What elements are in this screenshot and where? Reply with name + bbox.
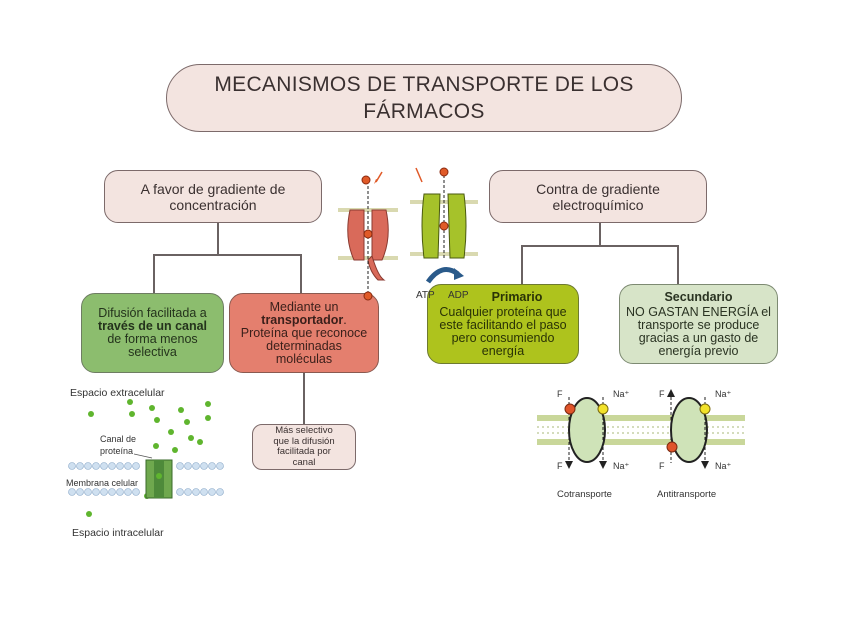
selective-text: Más selectivo <box>275 425 333 436</box>
cotransport-label: Cotransporte <box>557 489 612 500</box>
connector-line <box>300 254 302 294</box>
primary-box: Primario Cualquier proteína que este fac… <box>427 284 579 364</box>
primary-text: pero consumiendo <box>451 330 555 345</box>
primary-text: Cualquier proteína que <box>439 304 567 319</box>
secondary-text: transporte se produce <box>637 317 760 332</box>
na-label: Na⁺ <box>715 461 732 471</box>
channel-membrane-figure: Espacio extracelular Canal de proteína M… <box>66 387 224 539</box>
diffusion-text: de forma menos <box>107 332 198 346</box>
right-category-line-1: Contra de gradiente <box>536 180 660 197</box>
cotransport-figure: F Na⁺ F Na⁺ F Na⁺ F Na⁺ Cotransporte Ant… <box>505 375 763 510</box>
extracellular-label: Espacio extracelular <box>70 387 165 399</box>
secondary-text: energía previo <box>658 343 739 358</box>
left-category-line-2: concentración <box>169 196 257 213</box>
right-category-line-2: electroquímico <box>552 196 644 213</box>
f-label: F <box>659 461 665 471</box>
connector-line <box>217 223 219 254</box>
connector-line <box>677 245 679 285</box>
left-category-line-1: A favor de gradiente de <box>140 180 286 197</box>
carrier-protein-illustration <box>338 171 398 301</box>
transporter-box: Mediante un transportador. Proteína que … <box>229 293 379 373</box>
selective-text: facilitada por <box>277 446 331 457</box>
primary-text: energía <box>481 343 525 358</box>
secondary-text: gracias a un gasto de <box>638 330 759 345</box>
intracellular-label: Espacio intracelular <box>72 527 164 539</box>
na-label: Na⁺ <box>613 461 630 471</box>
connector-line <box>303 372 305 425</box>
atp-pump-illustration: ATP ADP <box>410 167 478 301</box>
transporter-text: determinadas <box>266 338 342 353</box>
secondary-text: NO GASTAN ENERGÍA el <box>626 304 771 319</box>
connector-line <box>521 245 678 247</box>
diffusion-box: Difusión facilitada a través de un canal… <box>81 293 224 373</box>
left-category-box: A favor de gradiente de concentración <box>104 170 322 223</box>
na-label: Na⁺ <box>613 389 630 399</box>
title-line-1: MECANISMOS DE TRANSPORTE DE LOS <box>214 73 634 96</box>
transporter-text: moléculas <box>275 351 333 366</box>
connector-line <box>599 223 601 245</box>
diffusion-text: selectiva <box>128 345 177 359</box>
selective-text: que la difusión <box>273 435 335 447</box>
diffusion-text: Difusión facilitada a <box>98 306 207 320</box>
connector-line <box>153 254 155 294</box>
connector-line <box>153 254 301 256</box>
title-line-2: FÁRMACOS <box>363 100 485 123</box>
diffusion-text-bold: través de un canal <box>97 319 208 333</box>
connector-line <box>521 245 523 285</box>
na-label: Na⁺ <box>715 389 732 399</box>
adp-label: ADP <box>448 290 469 301</box>
membrane-label: Membrana celular <box>66 478 138 488</box>
selective-box: Más selectivo que la difusión facilitada… <box>252 424 356 470</box>
transporter-text: Proteína que reconoce <box>240 325 368 340</box>
f-label: F <box>659 389 665 399</box>
primary-text: este facilitando el paso <box>439 317 567 332</box>
secondary-heading: Secundario <box>664 289 733 304</box>
transporter-text-suffix: . <box>343 312 347 327</box>
main-title: MECANISMOS DE TRANSPORTE DE LOS FÁRMACOS <box>166 64 682 132</box>
f-label: F <box>557 461 563 471</box>
antitransport-label: Antitransporte <box>657 489 716 500</box>
transporter-text-bold: transportador <box>261 312 344 327</box>
primary-heading: Primario <box>491 289 543 304</box>
channel-label-2: proteína <box>100 446 133 456</box>
transporter-text-line: transportador. <box>261 312 347 327</box>
atp-label: ATP <box>416 290 435 301</box>
right-category-box: Contra de gradiente electroquímico <box>489 170 707 223</box>
channel-label-1: Canal de <box>100 434 136 444</box>
transporter-text: Mediante un <box>269 299 339 314</box>
selective-text: canal <box>292 456 316 468</box>
f-label: F <box>557 389 563 399</box>
secondary-box: Secundario NO GASTAN ENERGÍA el transpor… <box>619 284 778 364</box>
